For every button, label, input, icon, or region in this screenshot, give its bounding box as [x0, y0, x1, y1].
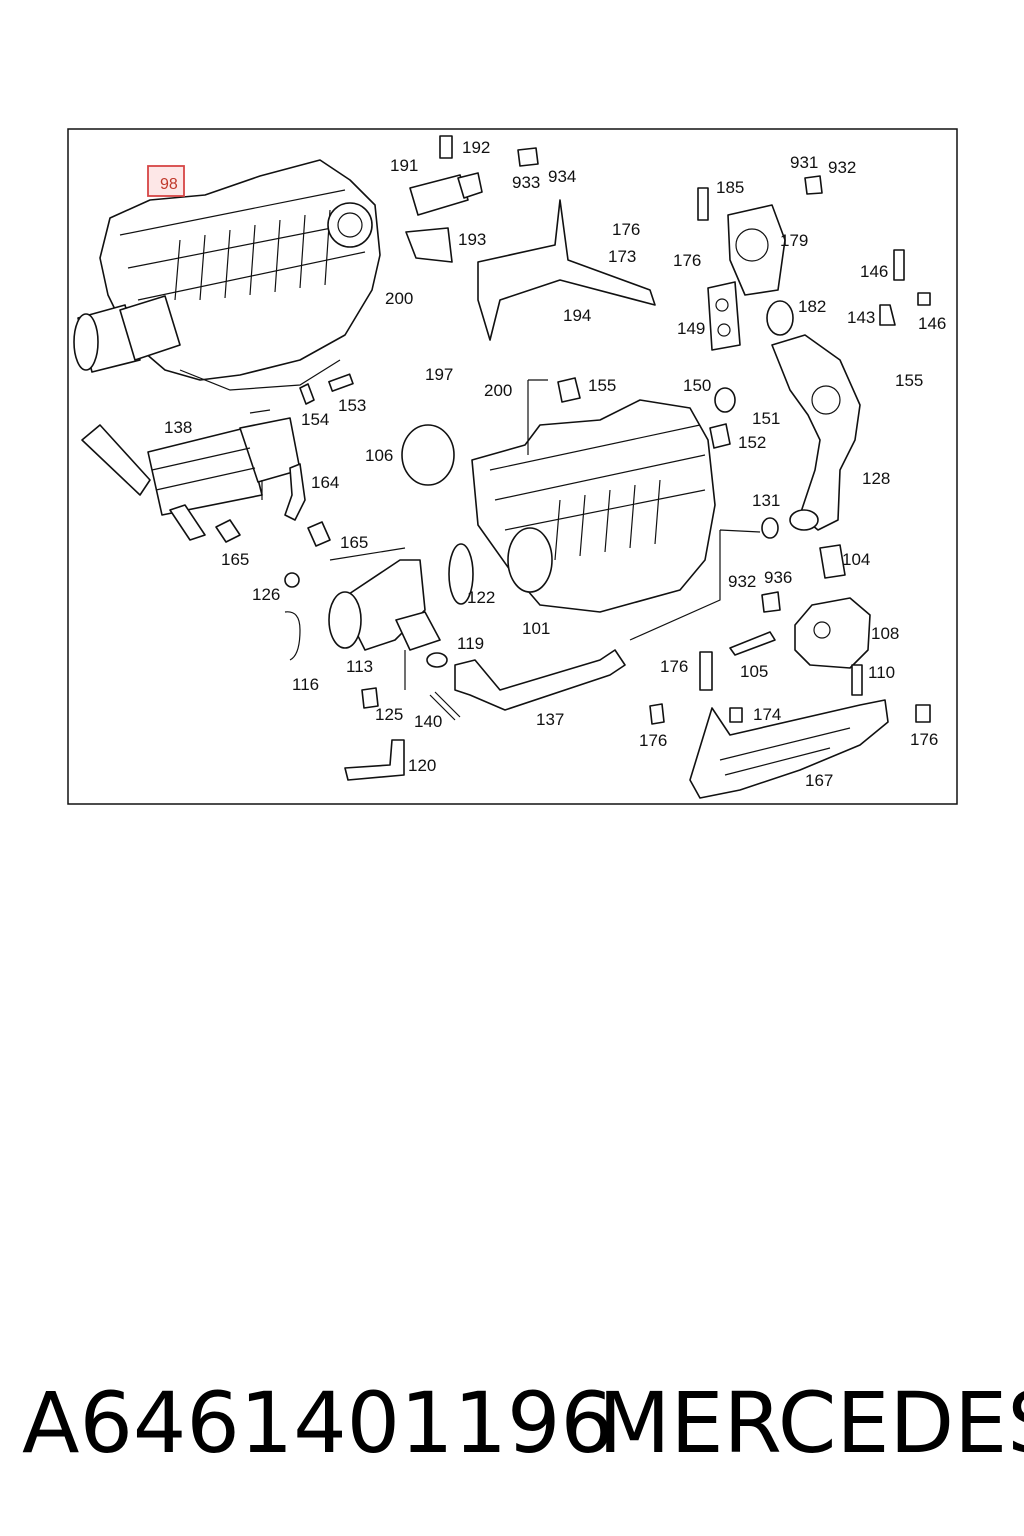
callout-137: 137	[536, 710, 564, 729]
brand-caption: MERCEDES	[598, 1374, 1024, 1472]
callout-116: 116	[292, 675, 319, 694]
callout-179: 179	[780, 231, 808, 250]
callout-143: 143	[847, 308, 875, 327]
callout-105: 105	[740, 662, 768, 681]
callout-122: 122	[467, 588, 495, 607]
sensor-191-drawing	[405, 135, 539, 263]
callout-194: 194	[563, 306, 591, 325]
heat-shield-173-drawing	[477, 199, 656, 341]
callout-131: 131	[752, 491, 780, 510]
callout-176: 176	[910, 730, 938, 749]
callout-176: 176	[639, 731, 667, 750]
callout-152: 152	[738, 433, 766, 452]
bracket-167-drawing	[649, 699, 931, 799]
callout-165: 165	[340, 533, 368, 552]
callout-164: 164	[311, 473, 339, 492]
callout-149: 149	[677, 319, 705, 338]
callout-155: 155	[895, 371, 923, 390]
callout-193: 193	[458, 230, 486, 249]
highlight-box-98[interactable]	[147, 165, 185, 197]
callout-155: 155	[588, 376, 616, 395]
leader-lines	[329, 379, 761, 690]
callout-200: 200	[385, 289, 413, 308]
callout-146: 146	[918, 314, 946, 333]
callout-173: 173	[608, 247, 636, 266]
actuator-108-drawing	[699, 544, 871, 696]
callout-110: 110	[868, 663, 895, 682]
callout-936: 936	[764, 568, 792, 587]
callout-200: 200	[484, 381, 512, 400]
callout-106: 106	[365, 446, 393, 465]
egr-cooler-138-drawing	[81, 409, 301, 541]
callout-126: 126	[252, 585, 280, 604]
callout-932: 932	[828, 158, 856, 177]
callout-128: 128	[862, 469, 890, 488]
callout-101: 101	[522, 619, 550, 638]
callout-125: 125	[375, 705, 403, 724]
egr-valve-179-drawing	[697, 175, 931, 531]
small-parts-left-drawing	[215, 373, 354, 547]
callout-150: 150	[683, 376, 711, 395]
callout-176: 176	[660, 657, 688, 676]
callout-182: 182	[798, 297, 826, 316]
part-number-caption: A6461401196	[22, 1374, 614, 1472]
callout-176: 176	[673, 251, 701, 270]
intake-manifold-101-drawing	[401, 377, 779, 613]
highlight-label-98: 98	[160, 176, 178, 193]
callout-119: 119	[457, 634, 484, 653]
callout-140: 140	[414, 712, 442, 731]
callout-934: 934	[548, 167, 576, 186]
callout-153: 153	[338, 396, 366, 415]
callout-191: 191	[390, 156, 418, 175]
callout-146: 146	[860, 262, 888, 281]
throttle-113-drawing	[284, 559, 626, 781]
callout-933: 933	[512, 173, 540, 192]
callout-120: 120	[408, 756, 436, 775]
callout-931: 931	[790, 153, 818, 172]
callout-138: 138	[164, 418, 192, 437]
callout-185: 185	[716, 178, 744, 197]
callout-197: 197	[425, 365, 453, 384]
callout-labels: 192 191 933 934 931 932 185 176 193 173 …	[164, 138, 946, 790]
callout-932: 932	[728, 572, 756, 591]
callout-108: 108	[871, 624, 899, 643]
callout-192: 192	[462, 138, 490, 157]
callout-167: 167	[805, 771, 833, 790]
callout-176: 176	[612, 220, 640, 239]
callout-113: 113	[346, 657, 373, 676]
callout-154: 154	[301, 410, 329, 429]
callout-104: 104	[842, 550, 870, 569]
callout-165: 165	[221, 550, 249, 569]
manifold-assembly-98-drawing	[73, 159, 381, 391]
callout-174: 174	[753, 705, 781, 724]
callout-151: 151	[752, 409, 780, 428]
